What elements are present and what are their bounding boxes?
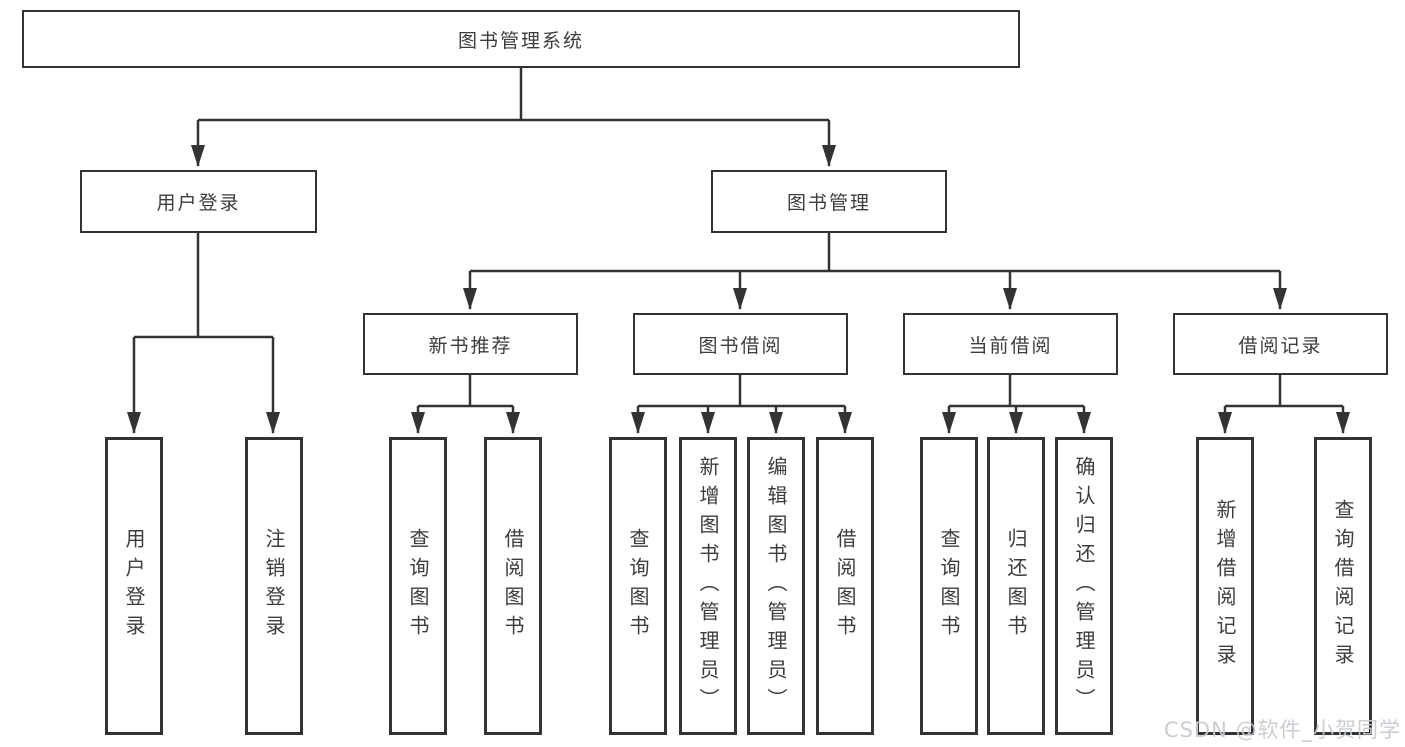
leaf-return-books: 归还图书: [987, 437, 1045, 735]
leaf-confirm-return-admin-label: 确认归还（管理员）: [1072, 455, 1096, 717]
leaf-add-books-admin: 新增图书（管理员）: [679, 437, 737, 735]
node-book-borrowing-label: 图书借阅: [698, 334, 783, 357]
node-root-label: 图书管理系统: [457, 29, 584, 52]
leaf-add-borrowing-record-label: 新增借阅记录: [1213, 499, 1237, 673]
leaf-return-books-label: 归还图书: [1004, 528, 1028, 644]
node-current-borrowing: 当前借阅: [903, 313, 1118, 375]
csdn-watermark: CSDN @软件_小贺同学: [1163, 718, 1401, 742]
node-current-borrowing-label: 当前借阅: [968, 334, 1053, 357]
node-borrowing-records: 借阅记录: [1173, 313, 1388, 375]
leaf-query-books-current: 查询图书: [920, 437, 978, 735]
leaf-logout-label: 注销登录: [262, 528, 286, 644]
leaf-query-books-borrowing-label: 查询图书: [626, 528, 650, 644]
leaf-add-borrowing-record: 新增借阅记录: [1196, 437, 1254, 735]
leaf-user-login: 用户登录: [105, 437, 163, 735]
leaf-borrow-books-borrowing-label: 借阅图书: [833, 528, 857, 644]
leaf-borrow-books-recommendation: 借阅图书: [484, 437, 542, 735]
leaf-edit-books-admin: 编辑图书（管理员）: [747, 437, 805, 735]
leaf-query-books-recommendation-label: 查询图书: [406, 528, 430, 644]
leaf-query-books-borrowing: 查询图书: [609, 437, 667, 735]
leaf-logout: 注销登录: [245, 437, 303, 735]
node-book-borrowing: 图书借阅: [633, 313, 848, 375]
node-book-management: 图书管理: [711, 170, 947, 233]
leaf-query-borrowing-record-label: 查询借阅记录: [1331, 499, 1355, 673]
leaf-edit-books-admin-label: 编辑图书（管理员）: [764, 455, 788, 717]
leaf-confirm-return-admin: 确认归还（管理员）: [1055, 437, 1113, 735]
leaf-add-books-admin-label: 新增图书（管理员）: [696, 455, 720, 717]
leaf-borrow-books-recommendation-label: 借阅图书: [501, 528, 525, 644]
node-new-book-recommendation: 新书推荐: [363, 313, 578, 375]
node-user-login: 用户登录: [80, 170, 317, 233]
node-root: 图书管理系统: [22, 10, 1020, 68]
node-new-book-recommendation-label: 新书推荐: [428, 334, 513, 357]
node-borrowing-records-label: 借阅记录: [1238, 334, 1323, 357]
leaf-query-books-recommendation: 查询图书: [389, 437, 447, 735]
leaf-query-borrowing-record: 查询借阅记录: [1314, 437, 1372, 735]
leaf-borrow-books-borrowing: 借阅图书: [816, 437, 874, 735]
leaf-user-login-label: 用户登录: [122, 528, 146, 644]
leaf-query-books-current-label: 查询图书: [937, 528, 961, 644]
node-user-login-label: 用户登录: [156, 192, 241, 214]
node-book-management-label: 图书管理: [786, 192, 871, 214]
